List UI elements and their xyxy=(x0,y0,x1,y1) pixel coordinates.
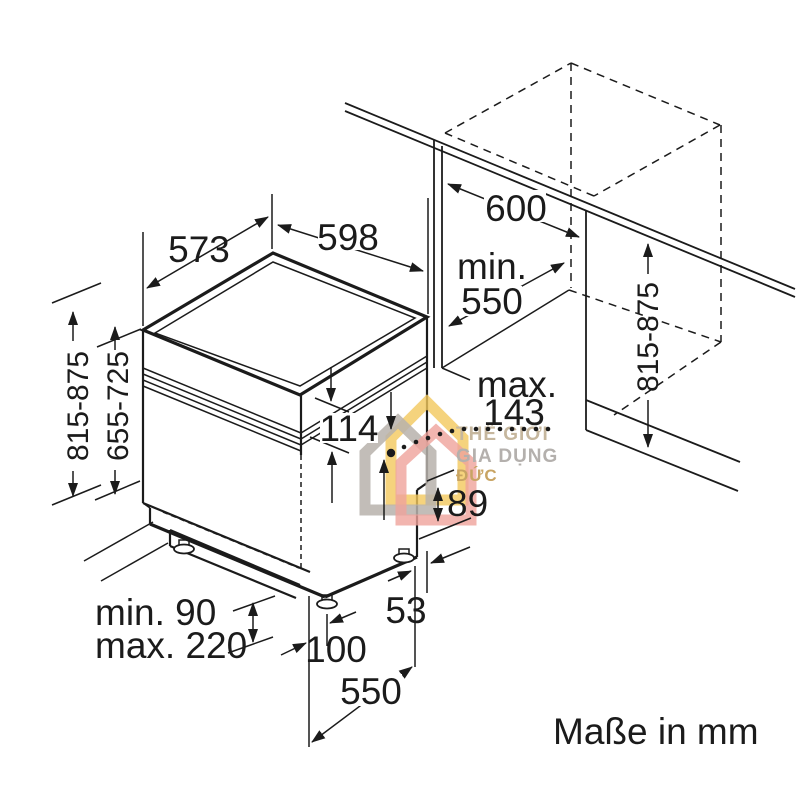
dim-label-foot-back: 53 xyxy=(385,590,426,631)
dim-label-appliance-height: 815-875 xyxy=(62,351,95,461)
house-icon xyxy=(359,394,477,526)
dimension-lines: 573 598 600 min. 550 815-875 815-875 655… xyxy=(51,183,665,747)
dim-label-foot-front: 100 xyxy=(305,629,367,670)
watermark-line2: GIA DỤNG xyxy=(456,446,558,467)
niche-right-panel xyxy=(585,211,741,492)
dim-label-clearance-max: max. xyxy=(477,364,557,405)
dim-label-niche-width: 600 xyxy=(485,188,547,229)
dim-label-clearance-value: 143 xyxy=(483,392,545,433)
dim-label-niche-height: 815-875 xyxy=(632,282,665,392)
dim-label-kick: 89 xyxy=(447,483,488,524)
dim-label-plinth-max: max. 220 xyxy=(95,625,247,666)
dim-label-top-width: 598 xyxy=(317,217,379,258)
adjustable-feet xyxy=(173,539,415,610)
watermark-line3: ĐỨC xyxy=(456,466,498,485)
dim-label-plinth-min: min. 90 xyxy=(95,592,216,633)
dim-label-panel-height: 655-725 xyxy=(102,351,135,461)
niche-dashed-box xyxy=(444,62,722,416)
dim-label-control-panel: 114 xyxy=(320,408,379,449)
dim-label-foot-depth: 550 xyxy=(340,671,402,712)
dim-label-top-depth: 573 xyxy=(168,229,230,270)
dim-label-niche-depth-min: min. xyxy=(457,246,527,287)
caption-units: Maße in mm xyxy=(553,711,759,752)
dim-label-niche-depth-value: 550 xyxy=(461,281,523,322)
door-clearance-dotted-line xyxy=(386,426,551,458)
watermark-logo: THẾ GIỚI GIA DỤNG ĐỨC xyxy=(359,394,558,526)
